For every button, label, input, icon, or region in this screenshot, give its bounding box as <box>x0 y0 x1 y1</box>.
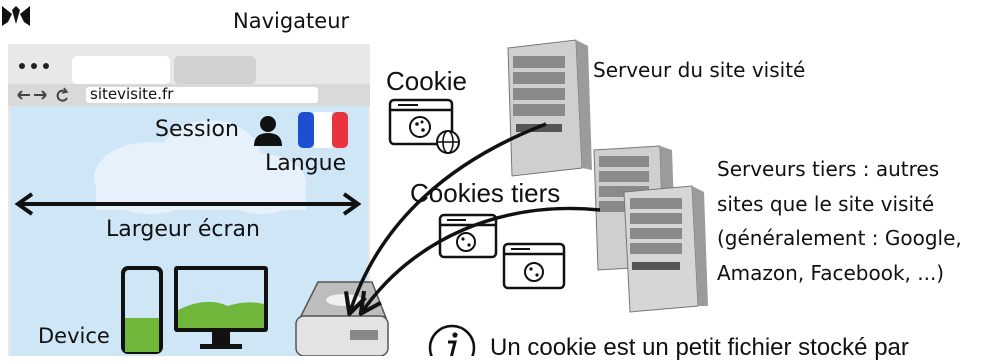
cookie-window-icon <box>438 213 498 259</box>
reload-icon[interactable] <box>56 87 69 102</box>
width-double-arrow <box>14 192 362 216</box>
langue-label: Langue <box>265 151 347 176</box>
server-icon <box>623 185 708 313</box>
monitor-icon <box>174 266 268 349</box>
server-label: Serveur du site visité <box>593 58 806 82</box>
info-text: Un cookie est un petit fichier stocké pa… <box>490 334 909 361</box>
server-icon <box>507 39 592 177</box>
browser-title: Navigateur <box>233 9 350 33</box>
user-icon <box>254 116 282 146</box>
cookie-label: Cookie <box>386 66 467 96</box>
address-bar[interactable] <box>86 87 318 103</box>
cookie-window-icon <box>502 242 566 290</box>
third-party-cookie-arrow <box>362 206 601 312</box>
globe-icon <box>436 130 460 154</box>
cookie-arrow <box>350 122 547 312</box>
device-label: Device <box>38 324 110 348</box>
window-dot <box>43 63 49 69</box>
browser-window <box>8 44 370 356</box>
logo-icon <box>2 6 30 26</box>
phone-icon <box>121 266 163 354</box>
largeur-label: Largeur écran <box>106 217 260 242</box>
info-icon <box>428 324 476 356</box>
session-label: Session <box>155 117 239 142</box>
window-dot <box>19 63 25 69</box>
cookie-window-icon <box>388 98 454 146</box>
back-arrow-icon[interactable] <box>17 90 30 100</box>
third-party-description: Serveurs tiers : autres sites que le sit… <box>717 157 962 285</box>
flag-france-icon <box>298 112 348 148</box>
forward-arrow-icon[interactable] <box>34 90 47 100</box>
cookies-tiers-label: Cookies tiers <box>410 178 561 208</box>
url-text[interactable]: sitevisite.fr <box>90 85 174 103</box>
window-dot <box>31 63 37 69</box>
